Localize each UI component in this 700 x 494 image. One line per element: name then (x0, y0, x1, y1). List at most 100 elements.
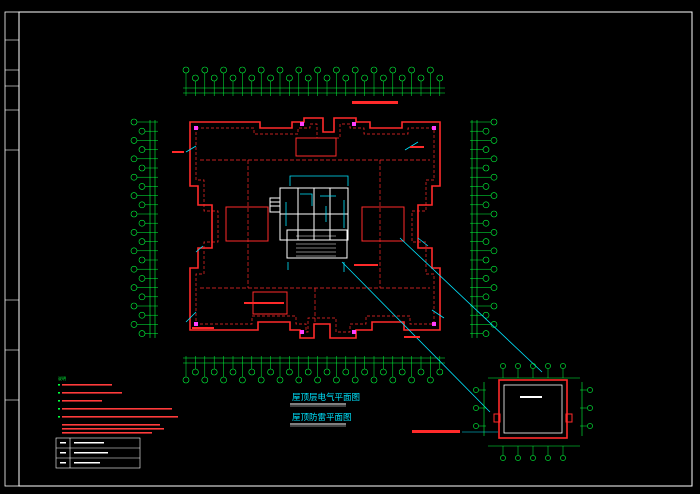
axis-bubble (408, 376, 415, 384)
axis-bubble (473, 387, 479, 393)
axis-bubble (482, 330, 490, 337)
plan-callouts (172, 101, 424, 338)
axis-bubble (229, 368, 237, 376)
detail-outer-wall (498, 379, 568, 439)
axis-bubble (257, 66, 265, 74)
design-notes: 说明 (58, 375, 178, 434)
axis-bubble (482, 238, 490, 245)
axis-bubble (436, 368, 444, 376)
axis-bubble (408, 66, 415, 74)
axis-bubble (239, 376, 246, 384)
axis-bubble (210, 74, 218, 82)
axis-bubble (482, 127, 490, 135)
axis-bubble (130, 229, 138, 236)
axis-bubble (545, 363, 551, 369)
left-axis-grid (130, 118, 158, 337)
axis-bubble (587, 423, 593, 429)
drawing-frame (18, 11, 693, 487)
outer-wall (189, 117, 441, 339)
axis-bubble (370, 376, 378, 384)
axis-bubble (201, 376, 209, 384)
axis-bubble (560, 363, 566, 369)
axis-bubble (295, 376, 303, 384)
axis-bubble (130, 302, 138, 310)
axis-bubble (130, 118, 138, 126)
axis-bubble (220, 376, 227, 384)
axis-bubble (473, 405, 479, 411)
axis-bubble (490, 265, 498, 273)
roof-plan-walls (189, 117, 441, 339)
axis-bubble (482, 201, 490, 209)
axis-bubble (427, 66, 434, 74)
axis-bubble (138, 238, 146, 245)
axis-bubble (267, 74, 274, 82)
axis-bubble (130, 265, 138, 273)
axis-bubble (515, 363, 521, 369)
axis-bubble (333, 376, 340, 384)
axis-bubble (530, 455, 536, 461)
axis-bubble (304, 74, 312, 82)
axis-bubble (560, 455, 566, 461)
axis-bubble (286, 74, 293, 82)
axis-bubble (361, 368, 368, 376)
axis-bubble (138, 164, 146, 172)
axis-bubble (361, 74, 368, 82)
axis-bubble (490, 229, 498, 236)
axis-bubble (295, 66, 303, 74)
axis-bubble (515, 455, 521, 461)
axis-bubble (482, 164, 490, 172)
top-axis-grid (182, 66, 444, 96)
axis-bubble (130, 247, 138, 255)
axis-bubble (380, 74, 387, 82)
axis-bubble (482, 146, 490, 153)
axis-bubble (490, 284, 498, 291)
sub-title: 屋顶防雷平面图 (292, 412, 352, 423)
axis-bubble (138, 201, 146, 209)
axis-bubble (490, 192, 498, 199)
axis-bubble (490, 173, 498, 181)
axis-bubble (130, 210, 138, 218)
axis-bubble (351, 66, 359, 74)
detail-axis-grid (473, 363, 593, 461)
bottom-axis-grid (182, 356, 444, 384)
axis-bubble (314, 66, 321, 74)
axis-bubble (417, 74, 425, 82)
axis-bubble (323, 74, 331, 82)
axis-bubble (138, 311, 146, 319)
notes-heading: 说明 (58, 375, 66, 381)
axis-bubble (192, 368, 199, 376)
axis-bubble (482, 219, 490, 227)
axis-bubble (130, 321, 138, 328)
axis-bubble (138, 293, 146, 301)
axis-bubble (482, 183, 490, 190)
axis-bubble (490, 247, 498, 255)
axis-bubble (229, 74, 237, 82)
axis-bubble (482, 256, 490, 264)
axis-bubble (248, 368, 256, 376)
axis-bubble (138, 275, 146, 282)
axis-bubble (314, 376, 321, 384)
axis-bubble (545, 455, 551, 461)
main-title: 屋顶层电气平面图 (292, 392, 360, 403)
axis-bubble (182, 376, 190, 384)
axis-bubble (220, 66, 227, 74)
axis-bubble (587, 387, 593, 393)
axis-bubble (398, 74, 406, 82)
axis-bubble (500, 363, 506, 369)
axis-bubble (267, 368, 274, 376)
legend-table (55, 437, 141, 469)
axis-bubble (351, 376, 359, 384)
axis-bubble (342, 74, 350, 82)
axis-bubble (490, 137, 498, 144)
axis-bubble (482, 293, 490, 301)
axis-bubble (138, 330, 146, 337)
axis-bubble (138, 127, 146, 135)
axis-bubble (192, 74, 199, 82)
axis-bubble (398, 368, 406, 376)
axis-bubble (342, 368, 350, 376)
axis-bubble (276, 376, 284, 384)
axis-bubble (389, 376, 397, 384)
axis-bubble (333, 66, 340, 74)
axis-bubble (380, 368, 387, 376)
